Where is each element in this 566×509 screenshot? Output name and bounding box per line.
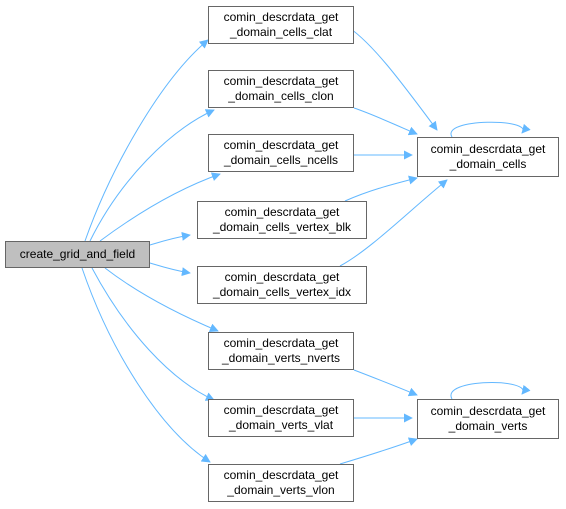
edge-root-to-verts-vlat: [91, 267, 215, 401]
edge-root-to-cells-ncells: [99, 172, 221, 242]
node-comin-descrdata-get-domain-cells[interactable]: comin_descrdata_get _domain_cells: [417, 137, 559, 177]
node-comin-descrdata-get-domain-verts-vlat[interactable]: comin_descrdata_get _domain_verts_vlat: [208, 399, 354, 437]
node-label-line1: comin_descrdata_get: [223, 74, 339, 88]
node-label-line1: comin_descrdata_get: [224, 205, 340, 219]
node-label-line1: comin_descrdata_get: [223, 138, 339, 152]
node-label-line1: comin_descrdata_get: [223, 468, 339, 482]
node-label-line1: comin_descrdata_get: [223, 336, 339, 350]
edge-domain-verts-to-domain-verts: [450, 382, 531, 400]
node-label-line2: _domain_cells_clat: [229, 25, 333, 39]
node-label-line1: comin_descrdata_get: [430, 142, 546, 156]
edge-root-to-verts-vlon: [81, 267, 211, 463]
node-label-line2: _domain_cells_vertex_blk: [212, 220, 352, 234]
edge-root-to-verts-nverts: [104, 267, 219, 333]
node-comin-descrdata-get-domain-verts[interactable]: comin_descrdata_get _domain_verts: [417, 399, 559, 439]
node-label: create_grid_and_field: [19, 247, 136, 261]
node-label-line2: _domain_cells_vertex_idx: [212, 285, 352, 299]
node-comin-descrdata-get-domain-cells-clon[interactable]: comin_descrdata_get _domain_cells_clon: [208, 70, 354, 108]
edge-cells-clat-to-domain-cells: [344, 24, 438, 131]
edge-cells-vertex-blk-to-domain-cells: [344, 175, 418, 202]
node-label-line2: _domain_verts_vlat: [228, 418, 334, 432]
node-label-line2: _domain_cells_ncells: [223, 153, 339, 167]
node-label-line2: _domain_verts: [448, 419, 528, 433]
edge-verts-nverts-to-domain-verts: [353, 369, 418, 397]
node-comin-descrdata-get-domain-cells-clat[interactable]: comin_descrdata_get _domain_cells_clat: [208, 6, 354, 44]
node-comin-descrdata-get-domain-verts-nverts[interactable]: comin_descrdata_get _domain_verts_nverts: [208, 332, 354, 370]
node-create-grid-and-field: create_grid_and_field: [5, 241, 150, 268]
edge-root-to-cells-clon: [89, 109, 215, 242]
node-comin-descrdata-get-domain-cells-vertex-blk[interactable]: comin_descrdata_get _domain_cells_vertex…: [197, 201, 367, 239]
edge-verts-vlon-to-domain-verts: [339, 437, 418, 465]
node-label-line1: comin_descrdata_get: [223, 10, 339, 24]
edge-root-to-cells-vertex-blk: [149, 231, 191, 246]
node-label-line2: _domain_verts_nverts: [221, 351, 341, 365]
node-label-line1: comin_descrdata_get: [430, 404, 546, 418]
edge-cells-clon-to-domain-cells: [353, 107, 418, 136]
node-comin-descrdata-get-domain-verts-vlon[interactable]: comin_descrdata_get _domain_verts_vlon: [208, 464, 354, 502]
edge-cells-vertex-idx-to-domain-cells: [339, 179, 448, 267]
node-comin-descrdata-get-domain-cells-vertex-idx[interactable]: comin_descrdata_get _domain_cells_vertex…: [197, 266, 367, 304]
node-label-line2: _domain_cells: [449, 157, 527, 171]
node-comin-descrdata-get-domain-cells-ncells[interactable]: comin_descrdata_get _domain_cells_ncells: [208, 134, 354, 172]
node-label-line1: comin_descrdata_get: [223, 403, 339, 417]
node-label-line2: _domain_cells_clon: [228, 89, 334, 103]
node-label-line2: _domain_verts_vlon: [227, 483, 335, 497]
node-label-line1: comin_descrdata_get: [224, 270, 340, 284]
edge-root-to-cells-clat: [84, 39, 209, 242]
edge-domain-cells-to-domain-cells: [450, 121, 531, 138]
edge-root-to-cells-vertex-idx: [149, 262, 191, 277]
